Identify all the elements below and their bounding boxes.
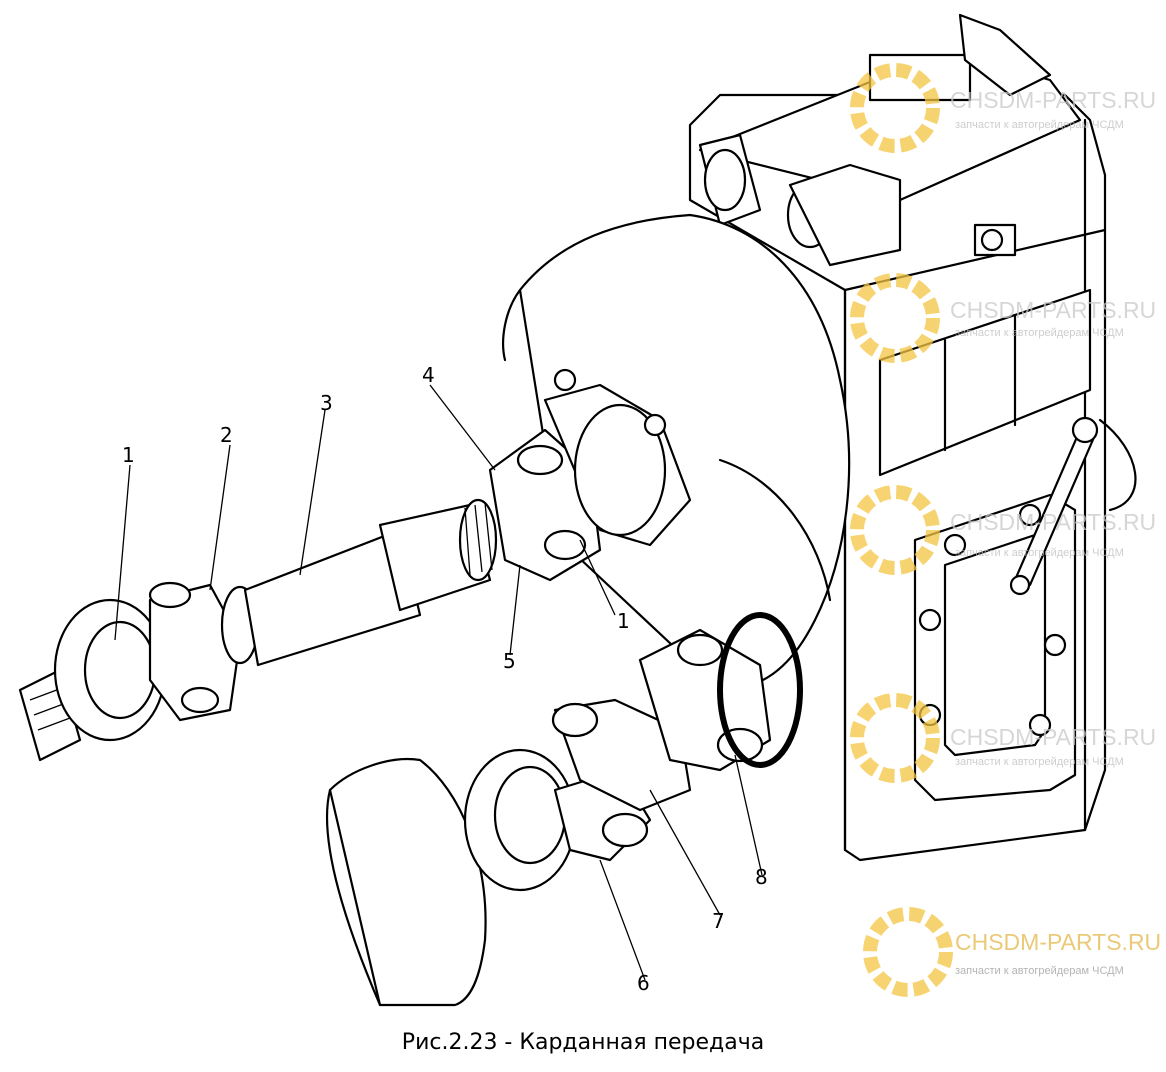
watermark-brand: CHSDM-PARTS.RU — [955, 929, 1161, 955]
callout-7: 7 — [712, 909, 725, 933]
callout-3: 3 — [320, 391, 333, 415]
watermark-tagline: запчасти к автогрейдерам ЧСДМ — [955, 756, 1124, 768]
gear-logo-icon — [863, 907, 953, 997]
callout-4: 4 — [422, 363, 435, 387]
watermark-bottom: CHSDM-PARTS.RU запчасти к автогрейдерам … — [863, 907, 1161, 997]
figure-caption: Рис.2.23 - Карданная передача — [401, 1030, 765, 1055]
gear-logo-icon — [850, 485, 940, 575]
leader-lines — [114, 384, 763, 981]
callout-8: 8 — [755, 865, 768, 889]
watermark-tagline: запчасти к автогрейдерам ЧСДМ — [955, 965, 1124, 977]
callout-1-right: 1 — [617, 609, 630, 633]
callout-2: 2 — [220, 423, 233, 447]
callout-labels: 1 2 3 4 5 1 8 7 6 — [122, 363, 768, 995]
torque-converter-housing — [502, 213, 851, 692]
watermark-tagline: запчасти к автогрейдерам ЧСДМ — [955, 119, 1124, 131]
watermark-lower-mid: CHSDM-PARTS.RU запчасти к автогрейдерам … — [850, 693, 1156, 783]
watermark-upper-mid: CHSDM-PARTS.RU запчасти к автогрейдерам … — [850, 273, 1156, 363]
watermark-tagline: запчасти к автогрейдерам ЧСДМ — [955, 547, 1124, 559]
watermark-brand: CHSDM-PARTS.RU — [950, 509, 1156, 535]
gearbox-housing — [688, 13, 1137, 862]
callout-6: 6 — [637, 971, 650, 995]
callout-1-left: 1 — [122, 443, 135, 467]
rear-drive-shaft — [325, 612, 803, 1007]
watermark-brand: CHSDM-PARTS.RU — [950, 724, 1156, 750]
watermark-top: CHSDM-PARTS.RU запчасти к автогрейдерам … — [850, 63, 1156, 153]
watermark-tagline: запчасти к автогрейдерам ЧСДМ — [955, 327, 1124, 339]
gear-logo-icon — [850, 273, 940, 363]
watermark-group: CHSDM-PARTS.RU запчасти к автогрейдерам … — [850, 63, 1161, 997]
watermark-mid: CHSDM-PARTS.RU запчасти к автогрейдерам … — [850, 485, 1156, 575]
watermark-brand: CHSDM-PARTS.RU — [950, 87, 1156, 113]
callout-5: 5 — [503, 649, 516, 673]
front-drive-shaft — [18, 368, 692, 762]
gear-logo-icon — [850, 693, 940, 783]
watermark-brand: CHSDM-PARTS.RU — [950, 297, 1156, 323]
gear-logo-icon — [850, 63, 940, 153]
